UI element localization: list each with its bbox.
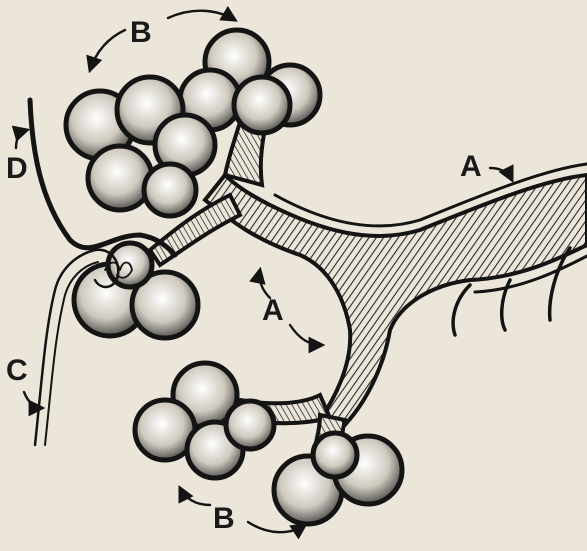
arrow-b-bottom-left [180, 488, 210, 505]
trunk-lower-outline [453, 285, 470, 335]
alveolar-cluster-bottom-left [135, 363, 274, 478]
label-a-middle: A [262, 294, 284, 327]
arrow-b-top-left [90, 30, 125, 70]
arrow-a-trunk [490, 168, 512, 180]
label-c: C [6, 354, 28, 387]
arrow-d [16, 130, 27, 148]
label-b-top: B [130, 16, 152, 49]
alveolar-cluster-bottom-right [274, 433, 402, 524]
alveolar-cluster-left [74, 243, 198, 338]
label-a-trunk: A [460, 150, 482, 183]
label-d: D [6, 152, 28, 185]
arrow-b-top-right [168, 11, 235, 20]
arrow-a-middle-down [290, 325, 322, 345]
label-b-bottom: B [213, 502, 235, 535]
